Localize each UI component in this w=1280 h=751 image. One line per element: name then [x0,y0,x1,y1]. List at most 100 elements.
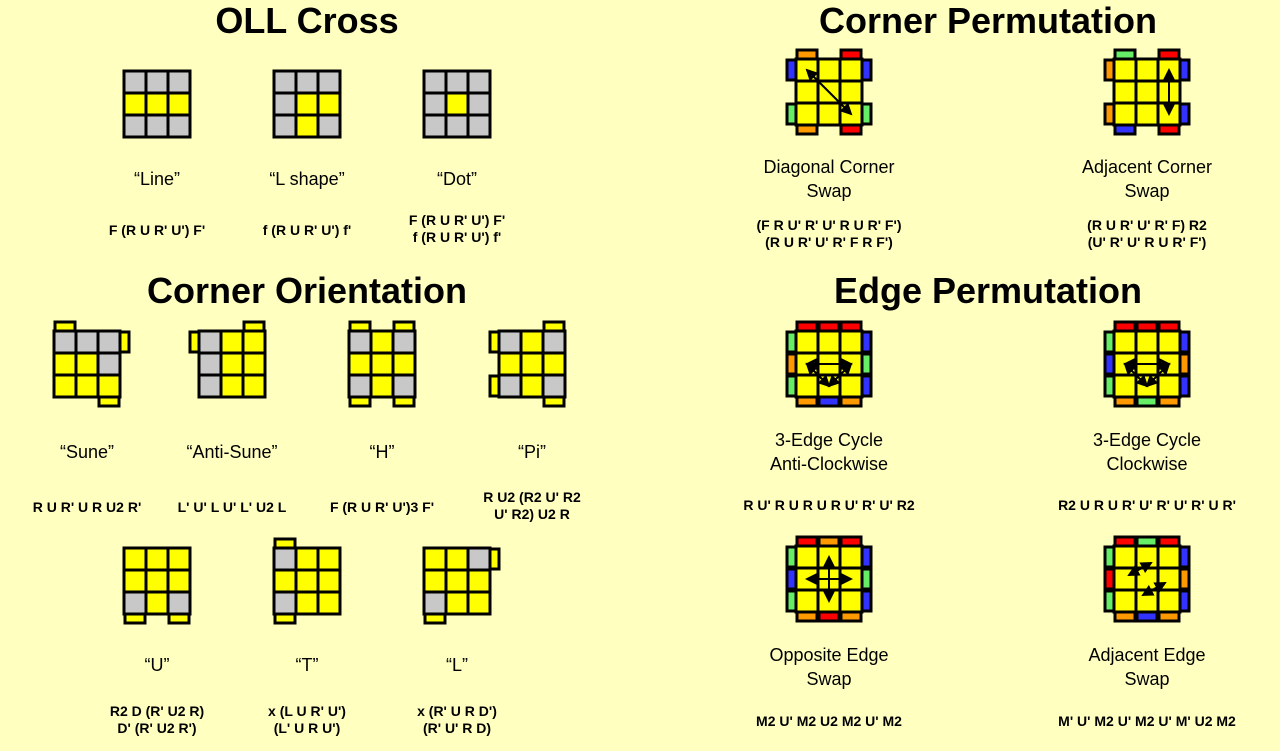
side-sticker-bottom [839,123,863,136]
corner-orientation-1-cube-diagram [188,320,267,399]
corner-orientation-0-cube-diagram [52,320,131,408]
face-sticker [541,329,567,355]
case-name-line: “Pi” [518,442,546,462]
face-sticker [369,329,395,355]
face-sticker [794,329,820,355]
face-sticker [272,546,298,572]
corner-orientation-4-name: “U” [145,653,170,677]
side-sticker-right [1178,567,1191,591]
side-sticker-right [1178,545,1191,569]
face-sticker [144,91,170,117]
corner-orientation-4-cube-diagram [122,546,192,625]
side-sticker-top [242,320,266,333]
side-sticker-right [1178,589,1191,613]
face-sticker [294,91,320,117]
edge-permutation-0-cube-diagram [785,320,873,408]
face-sticker [466,69,492,95]
algorithm-line: L' U' L U' L' U2 L [177,499,287,515]
oll-cross-0-name: “Line” [134,167,180,191]
side-sticker-left [785,545,798,569]
face-sticker [122,590,148,616]
corner-permutation-0-algorithm: (F R U' R' U' R U R' F')(R U R' U' R' F … [757,217,902,251]
corner-orientation-6-algorithm: x (R' U R D')(R' U' R D) [417,703,497,737]
face-sticker [316,590,342,616]
side-sticker-bottom [1113,123,1137,136]
case-name-line: Adjacent Corner [1081,157,1213,177]
corner-orientation-5-cube-diagram [272,537,342,625]
face-sticker [838,79,864,105]
face-sticker [122,91,148,117]
algorithm-line: f (R U R' U') f' [262,222,352,238]
face-sticker [96,373,122,399]
side-sticker-right [1178,58,1191,82]
side-sticker-right [860,58,873,82]
face-sticker [144,568,170,594]
case-name-line: “Sune” [59,442,115,462]
side-sticker-left [488,330,501,354]
face-sticker [144,69,170,95]
face-sticker [1134,79,1160,105]
algorithm-line: (F R U' R' U' R U R' F') [756,217,902,233]
side-sticker-right [860,352,873,376]
case-name-line: Swap [1124,669,1170,689]
side-sticker-right [488,547,501,571]
corner-orientation-6-cube-diagram [422,546,501,625]
swap-arrow [805,362,831,388]
face-sticker [444,568,470,594]
face-sticker [219,351,245,377]
side-sticker-right [1178,374,1191,398]
face-sticker [1156,373,1182,399]
side-sticker-bottom [1113,610,1137,623]
face-sticker [444,91,470,117]
edge-permutation-0-algorithm: R U' R U R U R U' R' U' R2 [743,497,914,514]
face-sticker [1134,57,1160,83]
side-sticker-left [785,589,798,613]
face-sticker [391,329,417,355]
face-sticker [52,329,78,355]
case-name-line: “Dot” [437,169,477,189]
face-sticker [122,69,148,95]
face-sticker [466,546,492,572]
case-name-line: “Anti-Sune” [186,442,278,462]
side-sticker-bottom [795,395,819,408]
face-sticker [144,546,170,572]
face-sticker [369,373,395,399]
side-sticker-left [785,58,798,82]
case-name-line: Anti-Clockwise [769,454,889,474]
face-sticker [219,329,245,355]
oll-cross-0-cube-diagram [122,69,192,139]
side-sticker-right [118,330,131,354]
face-sticker [466,590,492,616]
case-name-line: “U” [144,655,170,675]
algorithm-line: U' R2) U2 R [494,506,570,522]
face-sticker [838,57,864,83]
face-sticker [838,544,864,570]
face-sticker [96,351,122,377]
case-name-line: “Line” [133,169,181,189]
algorithm-line: (R U R' U' R' F R F') [765,234,893,250]
oll-cross-1-name: “L shape” [269,167,344,191]
algorithm-line: (L' U R U') [273,720,341,736]
side-sticker-right [860,374,873,398]
algorithm-line: x (R' U R D') [417,703,497,719]
face-sticker [541,373,567,399]
face-sticker [466,568,492,594]
side-sticker-bottom [1157,610,1181,623]
corner-orientation-5-algorithm: x (L U R' U')(L' U R U') [268,703,346,737]
face-sticker [241,351,267,377]
corner-orientation-2-algorithm: F (R U R' U')3 F' [330,499,434,516]
face-sticker [838,329,864,355]
face-sticker [541,351,567,377]
side-sticker-bottom [1157,395,1181,408]
corner-permutation-0-cube-diagram [785,48,873,136]
algorithm-line: F (R U R' U') F' [408,212,506,228]
face-sticker [272,91,298,117]
case-name-line: Opposite Edge [769,645,889,665]
case-name-line: 3-Edge Cycle [774,430,884,450]
side-sticker-bottom [1135,395,1159,408]
algorithm-line: x (L U R' U') [268,703,346,719]
side-sticker-right [1178,102,1191,126]
oll-cross-2-name: “Dot” [437,167,477,191]
face-sticker [74,329,100,355]
